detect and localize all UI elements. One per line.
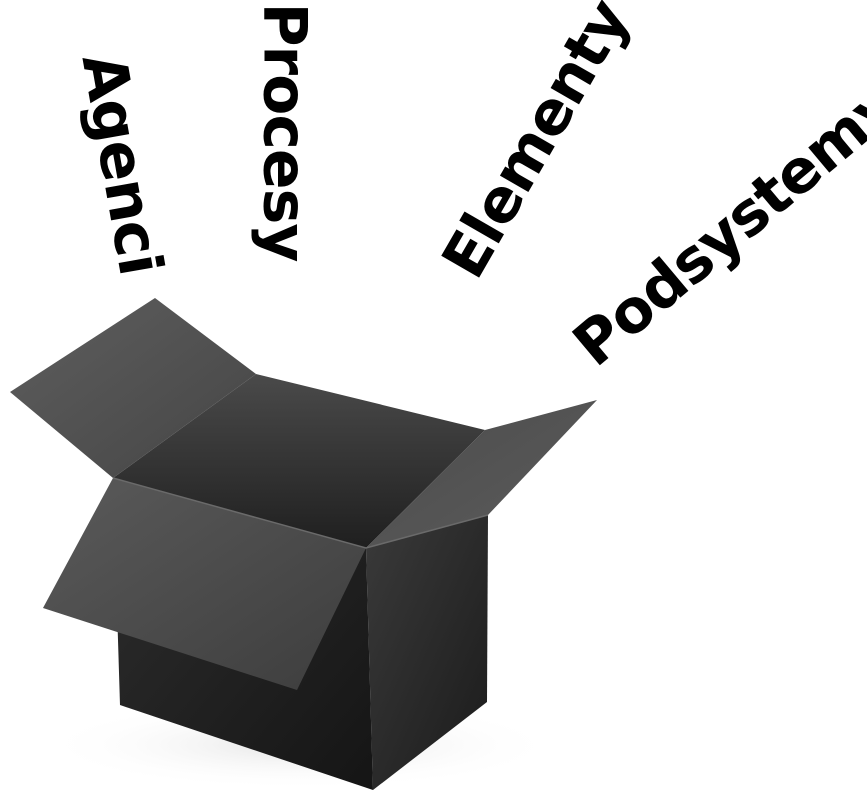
word-procesy: Procesy xyxy=(254,3,314,262)
